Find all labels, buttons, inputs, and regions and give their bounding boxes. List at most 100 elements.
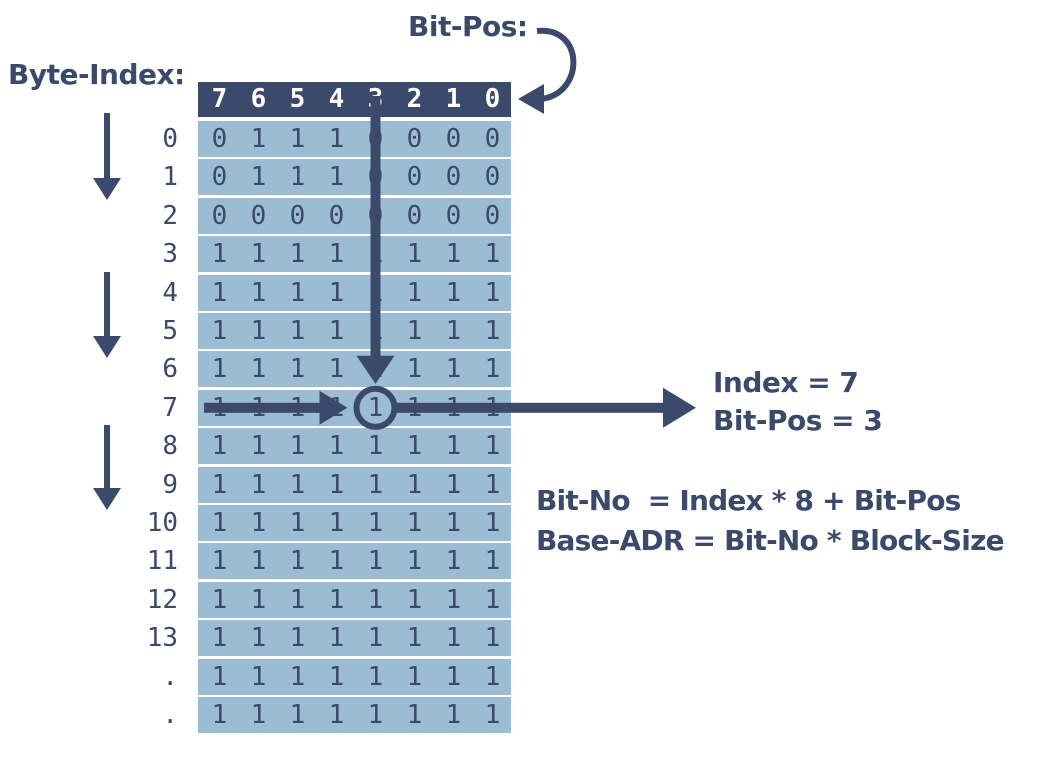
byte-index-label: 12 — [146, 584, 178, 615]
bit-cell: 1 — [406, 661, 423, 692]
bit-cell: 1 — [211, 700, 228, 730]
byte-index-label: 8 — [162, 431, 178, 462]
bit-cell: 1 — [484, 277, 501, 308]
bit-cell: 0 — [484, 124, 501, 154]
bit-cell: 1 — [211, 623, 228, 654]
bit-cell: 1 — [445, 239, 462, 270]
bit-cell: 1 — [250, 546, 267, 577]
bit-cell: 1 — [445, 469, 462, 500]
byte-index-down-arrow-shaft — [104, 113, 110, 184]
bit-cell: 0 — [484, 200, 501, 231]
bit-cell: 0 — [211, 200, 228, 231]
bit-cell: 1 — [289, 661, 306, 692]
bit-cell: 1 — [406, 508, 423, 538]
bit-cell: 1 — [289, 584, 306, 615]
bitmap-row: 01110000 — [198, 121, 511, 157]
bit-position-5: 5 — [289, 84, 306, 114]
bit-cell: 1 — [406, 584, 423, 615]
bit-position-2: 2 — [406, 84, 423, 114]
bit-cell: 1 — [211, 277, 228, 308]
highlight-circle — [353, 385, 398, 430]
bit-cell: 1 — [211, 546, 228, 577]
bit-cell: 1 — [250, 661, 267, 692]
bit-cell: 1 — [211, 469, 228, 500]
byte-index-down-arrow-head — [93, 336, 121, 358]
bit-cell: 1 — [484, 469, 501, 500]
bit-cell: 1 — [289, 623, 306, 654]
byte-index-label: 3 — [162, 239, 178, 270]
bit-cell: 1 — [250, 277, 267, 308]
bit-cell: 1 — [250, 316, 267, 346]
bit-cell: 1 — [484, 316, 501, 346]
bit-cell: 1 — [406, 546, 423, 577]
bit-cell: 0 — [289, 200, 306, 231]
bit-cell: 0 — [445, 162, 462, 193]
vertical-arrow-shaft — [370, 96, 381, 358]
output-arrow-shaft — [394, 402, 665, 413]
byte-index-title: Byte-Index: — [8, 58, 185, 91]
bit-cell: 1 — [445, 354, 462, 385]
bit-cell: 1 — [406, 469, 423, 500]
bit-cell: 1 — [445, 546, 462, 577]
bit-cell: 1 — [445, 584, 462, 615]
byte-index-down-arrow-head — [93, 178, 121, 200]
bit-cell: 1 — [328, 584, 345, 615]
bit-cell: 1 — [289, 162, 306, 193]
bit-cell: 1 — [250, 431, 267, 462]
byte-index-label: 9 — [162, 469, 178, 500]
bit-position-1: 1 — [445, 84, 462, 114]
bit-cell: 1 — [367, 431, 384, 462]
bit-pos-title: Bit-Pos: — [408, 10, 528, 43]
bit-cell: 1 — [289, 700, 306, 730]
bit-cell: 1 — [250, 469, 267, 500]
byte-index-label: 1 — [162, 162, 178, 193]
bit-pos-curved-arrow — [536, 27, 577, 102]
bit-cell: 1 — [211, 431, 228, 462]
bit-cell: 1 — [250, 508, 267, 538]
byte-index-down-arrow-shaft — [104, 272, 110, 342]
bit-cell: 1 — [328, 546, 345, 577]
bit-cell: 1 — [445, 700, 462, 730]
bit-position-7: 7 — [211, 84, 228, 114]
bit-cell: 1 — [328, 316, 345, 346]
bit-cell: 1 — [289, 546, 306, 577]
bit-cell: 0 — [445, 124, 462, 154]
bit-cell: 1 — [328, 431, 345, 462]
bit-cell: 1 — [406, 316, 423, 346]
bit-cell: 1 — [445, 661, 462, 692]
byte-index-label: 0 — [162, 124, 178, 154]
bit-position-6: 6 — [250, 84, 267, 114]
bit-cell: 1 — [328, 239, 345, 270]
bit-cell: 1 — [445, 623, 462, 654]
byte-index-label: 10 — [146, 508, 178, 538]
bit-cell: 1 — [328, 623, 345, 654]
bit-cell: 1 — [250, 162, 267, 193]
bit-cell: 1 — [211, 316, 228, 346]
bit-cell: 1 — [328, 661, 345, 692]
bit-cell: 1 — [484, 546, 501, 577]
bit-cell: 1 — [406, 700, 423, 730]
bit-cell: 1 — [484, 431, 501, 462]
bit-cell: 1 — [250, 239, 267, 270]
bitmap-row: 01110000 — [198, 159, 511, 196]
bit-cell: 1 — [367, 700, 384, 730]
bit-cell: 1 — [211, 661, 228, 692]
bit-cell: 1 — [250, 354, 267, 385]
bit-cell: 1 — [250, 124, 267, 154]
bit-cell: 0 — [406, 124, 423, 154]
bit-cell: 1 — [484, 700, 501, 730]
formula-base-adr: Base-ADR = Bit-No * Block-Size — [536, 524, 1005, 557]
bit-cell: 0 — [250, 200, 267, 231]
vertical-arrow-head — [356, 355, 395, 384]
bit-cell: 1 — [289, 316, 306, 346]
bit-cell: 0 — [406, 162, 423, 193]
